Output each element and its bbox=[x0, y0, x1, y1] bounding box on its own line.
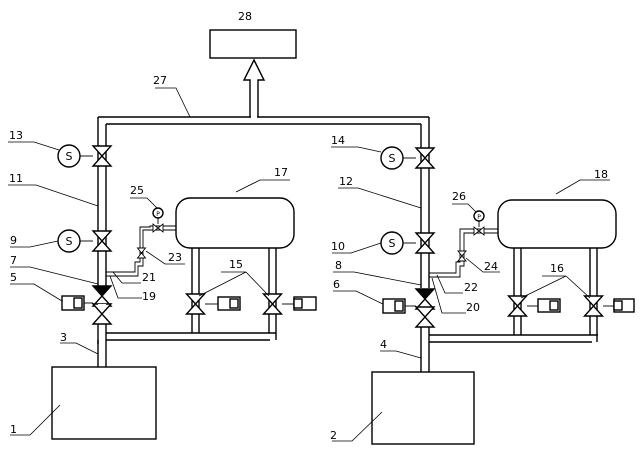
valve-main-right-mid bbox=[415, 232, 435, 254]
gauge-26-symbol: P bbox=[477, 214, 481, 221]
valve-main-left-mid bbox=[92, 230, 112, 252]
solenoid-13 bbox=[57, 144, 81, 168]
valve-16b bbox=[583, 295, 604, 317]
valve-16a bbox=[507, 295, 528, 317]
label-23: 23 bbox=[168, 251, 182, 264]
label-18: 18 bbox=[594, 168, 608, 181]
left-unit: S S P bbox=[51, 144, 317, 440]
label-28: 28 bbox=[238, 10, 252, 23]
label-9: 9 bbox=[10, 234, 17, 247]
check-valve-7 bbox=[92, 285, 112, 307]
solenoid-14-symbol: S bbox=[389, 152, 396, 165]
label-13: 13 bbox=[9, 129, 23, 142]
solenoid-13-symbol: S bbox=[66, 150, 73, 163]
label-11: 11 bbox=[9, 172, 23, 185]
needle-valve-23 bbox=[137, 247, 146, 259]
output-arrow bbox=[242, 58, 266, 117]
tank-2 bbox=[371, 371, 475, 445]
label-5: 5 bbox=[10, 271, 17, 284]
label-21: 21 bbox=[142, 271, 156, 284]
label-3: 3 bbox=[60, 331, 67, 344]
label-26: 26 bbox=[452, 190, 466, 203]
label-22: 22 bbox=[464, 281, 478, 294]
label-4: 4 bbox=[380, 338, 387, 351]
label-20: 20 bbox=[466, 301, 480, 314]
valve-main-right-top bbox=[415, 147, 435, 169]
label-16: 16 bbox=[550, 262, 564, 275]
solenoid-10-symbol: S bbox=[389, 237, 396, 250]
label-25: 25 bbox=[130, 184, 144, 197]
solenoid-9-symbol: S bbox=[66, 235, 73, 248]
needle-valve-24 bbox=[457, 250, 467, 262]
valve-main-left-top bbox=[92, 145, 112, 167]
label-27: 27 bbox=[153, 74, 167, 87]
valve-6 bbox=[415, 306, 435, 328]
label-1: 1 bbox=[10, 423, 17, 436]
vessel-17 bbox=[175, 197, 295, 249]
label-7: 7 bbox=[10, 254, 17, 267]
leader-lines bbox=[8, 87, 610, 442]
valve-15b bbox=[262, 293, 283, 315]
gauge-26 bbox=[473, 210, 485, 222]
label-10: 10 bbox=[331, 240, 345, 253]
right-unit: S S P bbox=[371, 146, 635, 445]
label-8: 8 bbox=[335, 259, 342, 272]
needle-valve-25 bbox=[152, 223, 164, 233]
block-28 bbox=[209, 29, 297, 59]
vessel-18 bbox=[497, 199, 617, 249]
label-6: 6 bbox=[333, 278, 340, 291]
valve-15a bbox=[185, 293, 206, 315]
gauge-25 bbox=[152, 207, 164, 219]
label-12: 12 bbox=[339, 175, 353, 188]
check-valve-8 bbox=[415, 288, 435, 310]
label-17: 17 bbox=[274, 166, 288, 179]
number-labels: 28 27 13 11 9 7 5 3 1 25 23 21 19 17 15 … bbox=[9, 10, 608, 442]
label-19: 19 bbox=[142, 290, 156, 303]
tank-1 bbox=[51, 366, 157, 440]
label-24: 24 bbox=[484, 260, 498, 273]
solenoid-14 bbox=[380, 146, 404, 170]
label-14: 14 bbox=[331, 134, 345, 147]
label-15: 15 bbox=[229, 258, 243, 271]
label-2: 2 bbox=[330, 429, 337, 442]
gauge-25-symbol: P bbox=[156, 211, 160, 218]
valve-5 bbox=[92, 303, 112, 325]
needle-valve-26 bbox=[473, 226, 485, 236]
